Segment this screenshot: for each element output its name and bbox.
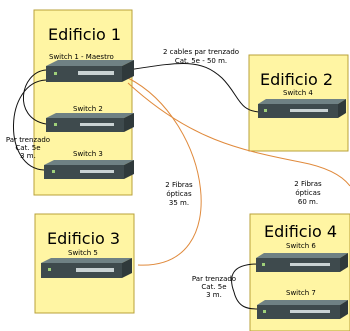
label-b1-internal-line3: 3 m.: [20, 152, 36, 160]
fiber-b1-to-b4: [127, 82, 350, 187]
switch-7-device[interactable]: [257, 300, 348, 319]
cable-switch1-to-switch3: [13, 79, 47, 171]
label-b1-b3-line3: 35 m.: [169, 199, 189, 207]
label-b1-b4-line3: 60 m.: [298, 198, 318, 206]
switch-5-device[interactable]: [41, 258, 132, 278]
switch-4-label: Switch 4: [283, 89, 313, 97]
switch-2-device[interactable]: [46, 113, 134, 132]
label-b1-b4-line1: 2 Fibras: [294, 180, 322, 188]
label-b4-internal-line1: Par trenzado: [192, 275, 236, 283]
label-b1-b4-line2: ópticas: [295, 189, 321, 197]
label-b1-internal-line1: Par trenzado: [6, 136, 50, 144]
label-b1-b3-line1: 2 Fibras: [165, 181, 193, 189]
switch-5-label: Switch 5: [68, 249, 98, 257]
label-b1-b2-line2: Cat. 5e - 50 m.: [175, 57, 227, 65]
label-b1-b2-line1: 2 cables par trenzado: [163, 48, 239, 56]
switch-4-device[interactable]: [258, 99, 346, 118]
cable-b1-to-b2: [127, 62, 263, 113]
label-b4-internal-line3: 3 m.: [206, 291, 222, 299]
switch-7-label: Switch 7: [286, 289, 316, 297]
building-1-title: Edificio 1: [48, 25, 121, 44]
label-b1-internal-line2: Cat. 5e: [15, 144, 40, 152]
fiber-b1-to-b3: [127, 77, 202, 266]
label-b4-internal-line2: Cat. 5e: [201, 283, 226, 291]
switch-6-label: Switch 6: [286, 242, 316, 250]
building-3-title: Edificio 3: [47, 229, 120, 248]
building-2-title: Edificio 2: [260, 70, 333, 89]
switch-2-label: Switch 2: [73, 105, 103, 113]
switch-1-label: Switch 1 - Maestro: [49, 53, 114, 61]
switch-1-device[interactable]: [46, 60, 134, 82]
cable-switch1-to-switch2: [22, 69, 47, 125]
label-b1-b3-line2: ópticas: [166, 190, 192, 198]
cable-switch6-to-switch7: [231, 263, 259, 310]
switch-3-device[interactable]: [44, 160, 134, 179]
switch-3-label: Switch 3: [73, 150, 103, 158]
building-4-title: Edificio 4: [264, 222, 337, 241]
switch-6-device[interactable]: [256, 253, 348, 272]
